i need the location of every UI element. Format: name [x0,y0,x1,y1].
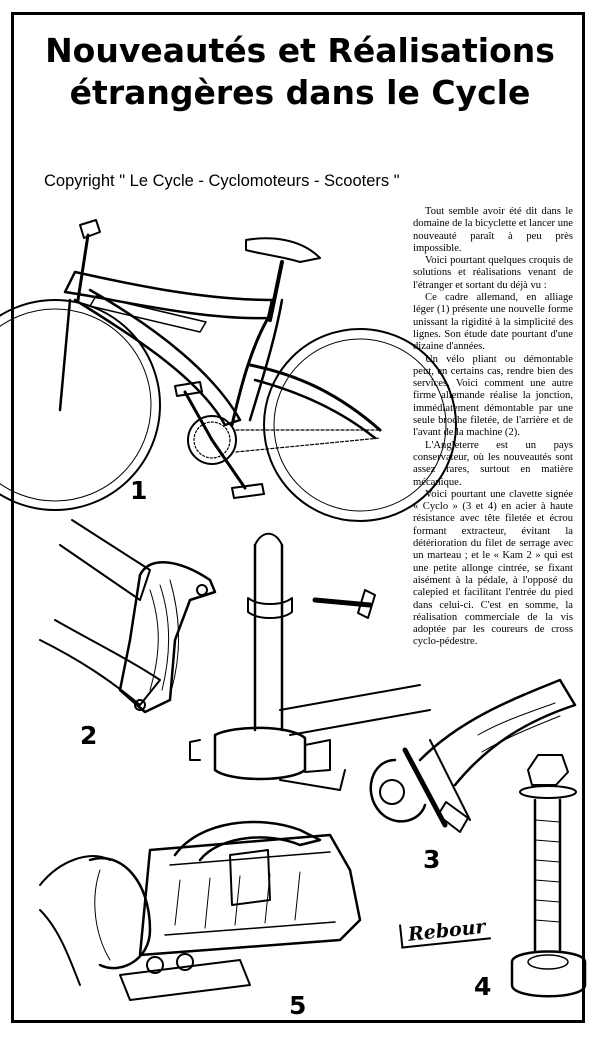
title-line-1: Nouveautés et Réalisations [45,31,555,70]
figure-4-number: 4 [474,972,492,1001]
page-border [11,12,585,1023]
figure-1-number: 1 [130,476,148,505]
figure-3-clavette-drawing [369,678,577,833]
article-paragraph: Voici pourtant une clavette signée « Cyc… [413,488,573,648]
figure-5-number: 5 [289,991,307,1020]
copyright-line: Copyright " Le Cycle - Cyclomoteurs - Sc… [44,172,400,190]
article-paragraph: Tout semble avoir été dit dans le domain… [413,206,574,254]
page-title: Nouveautés et Réalisations étrangères da… [20,30,580,114]
article-text: Tout semble avoir été dit dans le domain… [413,206,573,649]
article-paragraph: Ce cadre allemand, en alliage léger (1) … [413,292,573,353]
article-paragraph: Voici pourtant quelques croquis de solut… [413,255,573,291]
figure-3-number: 3 [423,845,441,874]
figure-4-bolt-drawing [510,754,587,998]
figure-1-bicycle-frame-drawing [0,219,457,522]
figure-2-folding-joint-drawing [39,519,431,791]
figure-5-pedal-drawing [39,820,362,1001]
title-line-2: étrangères dans le Cycle [69,73,531,112]
article-paragraph: Un vélo pliant ou démontable peut, en ce… [413,353,573,439]
figure-2-number: 2 [80,721,98,750]
